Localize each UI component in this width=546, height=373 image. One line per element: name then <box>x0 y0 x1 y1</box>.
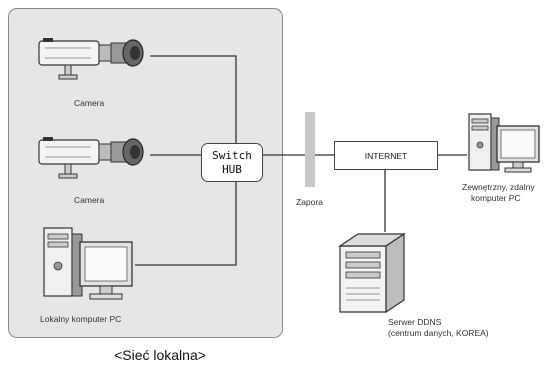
internet-box: INTERNET <box>334 141 438 170</box>
camera-label: Camera <box>74 195 105 205</box>
ddns-server-label-line1: Serwer DDNS <box>388 317 442 327</box>
desktop-pc-icon <box>468 113 540 173</box>
local-network-caption: <Sieć lokalna> <box>114 347 206 363</box>
desktop-pc-icon <box>43 227 133 300</box>
switch-hub-line1: Switch <box>212 149 252 163</box>
internet-label: INTERNET <box>364 150 408 161</box>
firewall-label: Zapora <box>296 197 323 207</box>
camera-label: Camera <box>74 98 105 108</box>
camera-icon <box>38 137 144 179</box>
remote-pc-label: Zewnętrzny, zdalny komputer PC <box>462 182 535 203</box>
ddns-server-label-line2: (centrum danych, KOREA) <box>388 327 489 338</box>
remote-pc-label-line1: Zewnętrzny, zdalny <box>462 182 535 192</box>
local-pc-label: Lokalny komputer PC <box>40 314 122 324</box>
camera-icon <box>38 38 144 80</box>
server-tower-icon <box>338 232 406 314</box>
ddns-server-label: Serwer DDNS (centrum danych, KOREA) <box>388 317 489 338</box>
remote-pc-label-line2: komputer PC <box>471 192 521 203</box>
switch-hub-line2: HUB <box>222 162 242 176</box>
switch-hub: Switch HUB <box>201 143 263 182</box>
firewall-bar <box>305 112 315 187</box>
